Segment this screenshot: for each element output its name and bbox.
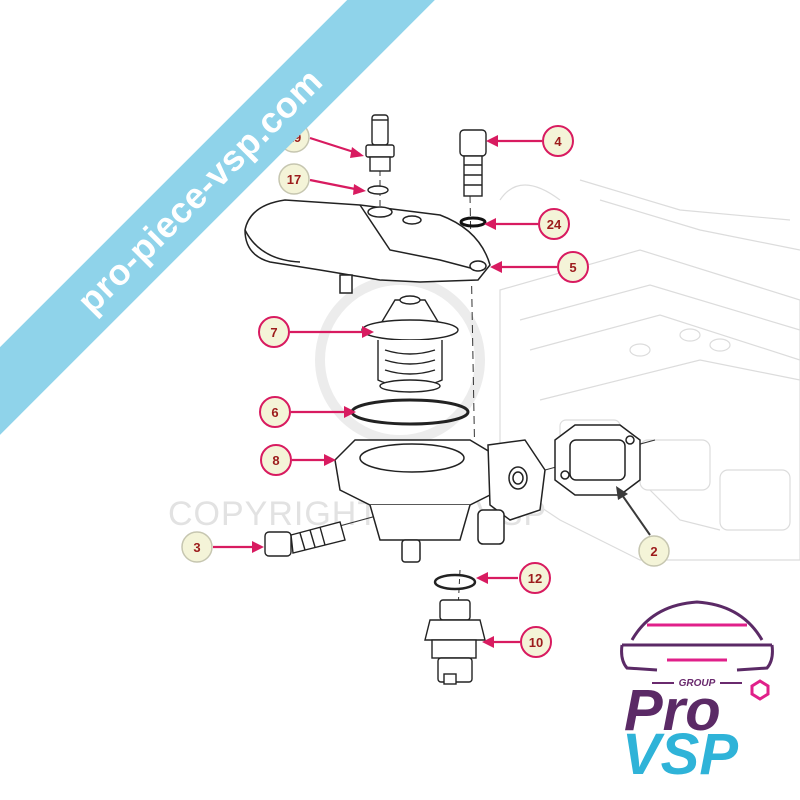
part-bolt-vertical	[459, 129, 487, 197]
arrow-2	[619, 491, 651, 536]
arrowhead-7	[362, 326, 374, 338]
svg-text:4: 4	[554, 134, 562, 149]
callout-7: 7	[258, 316, 290, 348]
svg-text:24: 24	[547, 217, 562, 232]
callout-12: 12	[519, 562, 551, 594]
svg-text:3: 3	[193, 540, 200, 555]
callout-2: 2	[638, 535, 670, 567]
callout-6: 6	[259, 396, 291, 428]
arrowhead-4	[486, 135, 498, 147]
callout-17: 17	[278, 163, 310, 195]
part-washer-small	[367, 185, 389, 195]
callout-5: 5	[557, 251, 589, 283]
callout-8: 8	[260, 444, 292, 476]
svg-text:6: 6	[271, 405, 278, 420]
part-washer-lower	[433, 573, 477, 591]
logo-group-text: GROUP	[679, 678, 716, 689]
car-outline-icon	[620, 600, 774, 672]
svg-text:8: 8	[272, 453, 279, 468]
arrowhead-10	[482, 636, 494, 648]
part-sensor-top	[365, 114, 395, 172]
arrowhead-5	[490, 261, 502, 273]
arrowhead-3	[252, 541, 264, 553]
part-bolt-side	[264, 521, 346, 557]
svg-text:12: 12	[528, 571, 542, 586]
svg-text:10: 10	[529, 635, 543, 650]
arrowhead-24	[484, 218, 496, 230]
logo-pro-text: Pro	[624, 678, 721, 743]
part-thermostat	[361, 295, 459, 393]
part-outlet-housing	[244, 199, 491, 294]
part-flange-gasket	[554, 424, 641, 496]
callout-24: 24	[538, 208, 570, 240]
svg-text:7: 7	[270, 325, 277, 340]
arrowhead-6	[344, 406, 356, 418]
arrowhead-8	[324, 454, 336, 466]
callout-4: 4	[542, 125, 574, 157]
arrowhead-2	[616, 486, 628, 500]
arrow-heads	[252, 135, 502, 648]
arrow-17	[309, 178, 361, 192]
svg-text:2: 2	[650, 544, 657, 559]
part-temperature-switch	[424, 599, 486, 685]
svg-text:17: 17	[287, 172, 301, 187]
arrowhead-17	[353, 184, 366, 195]
arrowhead-12	[476, 572, 488, 584]
svg-text:5: 5	[569, 260, 576, 275]
part-oring-small	[459, 216, 487, 228]
callout-10: 10	[520, 626, 552, 658]
part-gasket-ring	[350, 398, 470, 426]
logo-vsp-text: VSP	[622, 722, 738, 780]
callout-3: 3	[181, 531, 213, 563]
arrowhead-19	[350, 147, 364, 158]
part-thermostat-housing	[334, 439, 546, 563]
hexagon-icon	[750, 679, 770, 701]
pro-vsp-logo: GROUP Pro VSP	[620, 600, 774, 780]
